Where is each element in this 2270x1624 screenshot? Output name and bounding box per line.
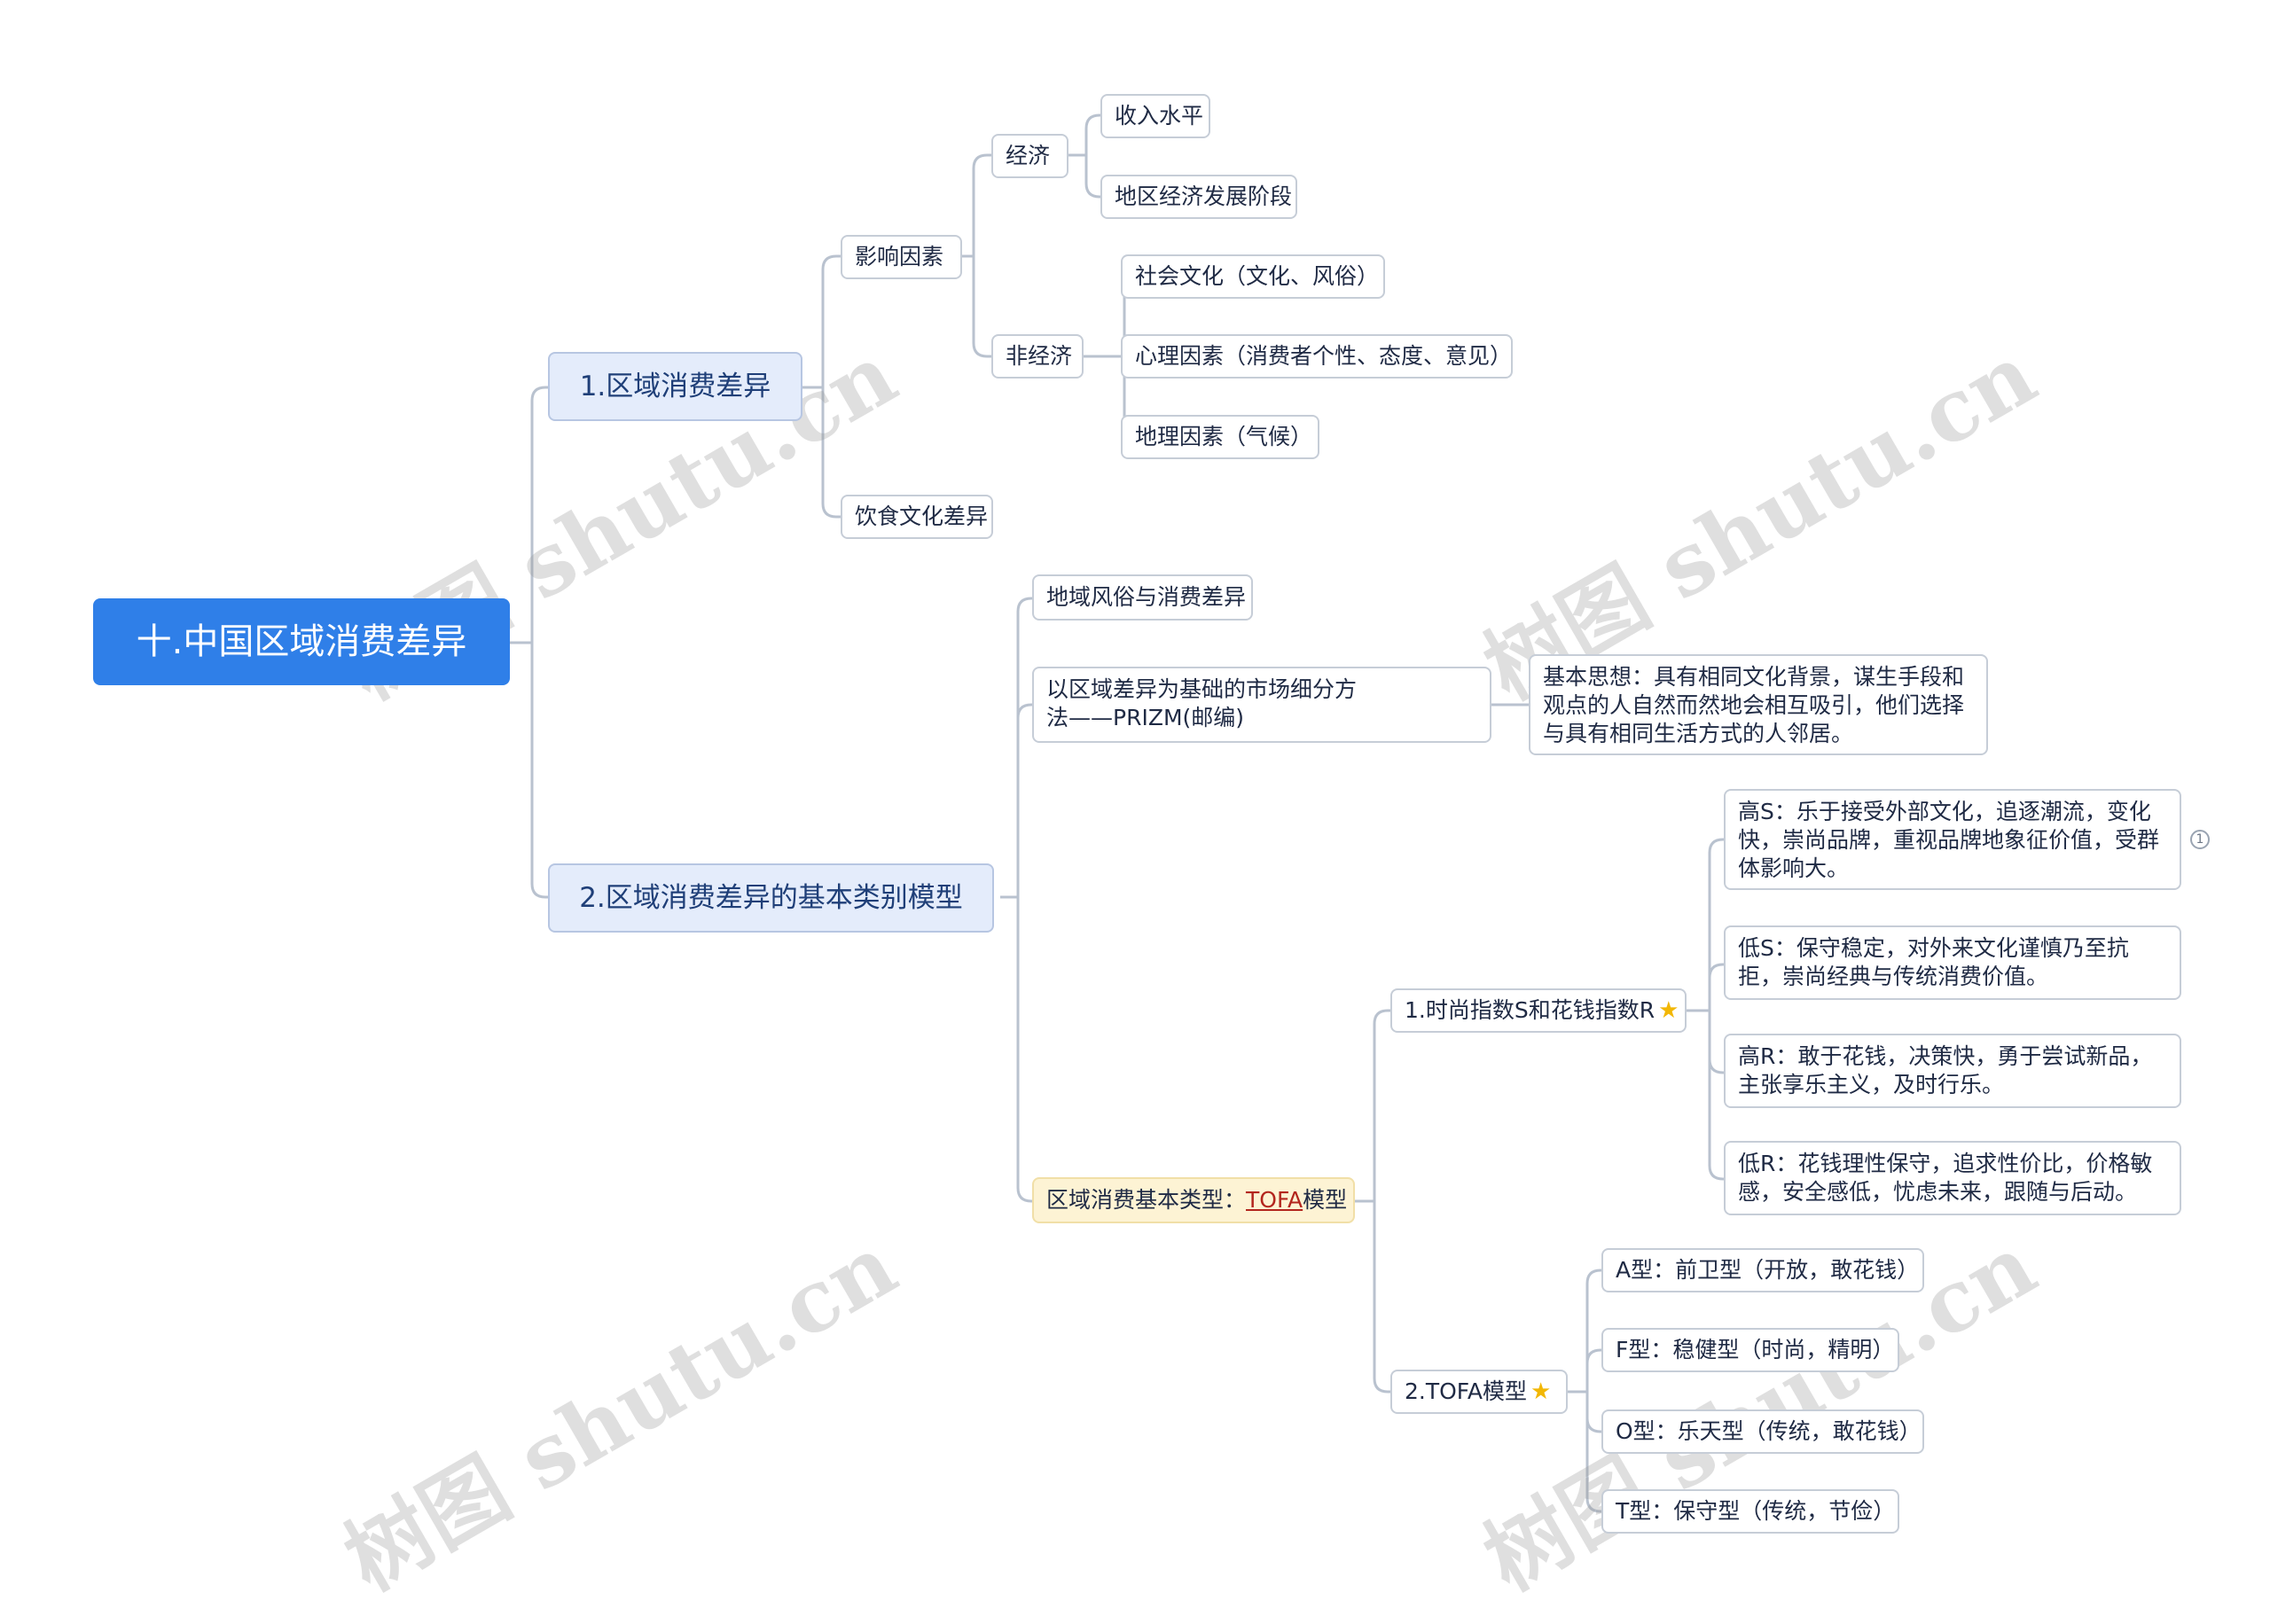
tofa-link[interactable]: TOFA [1246,1187,1303,1213]
branch1-label: 1.区域消费差异 [579,371,771,402]
branch2-label: 2.区域消费差异的基本类别模型 [579,882,963,914]
link-sr-items [1687,838,1727,1181]
prizm-topic[interactable]: 以区域差异为基础的市场细分方法——PRIZM(邮编) [1032,667,1491,743]
link-b1-factors [802,254,844,389]
link-tofa-items [1568,1269,1605,1513]
geographic-topic[interactable]: 地理因素（气候） [1121,415,1319,459]
root-topic-label: 十.中国区域消费差异 [136,621,467,662]
prizm-label: 以区域差异为基础的市场细分方法——PRIZM(邮编) [1046,676,1358,730]
non-economic-topic[interactable]: 非经济 [991,334,1084,379]
econ-stage-label: 地区经济发展阶段 [1115,183,1293,209]
index-sr-topic[interactable]: 1.时尚指数S和花钱指数R★ [1390,988,1687,1033]
branch2-topic[interactable]: 2.区域消费差异的基本类别模型 [548,863,994,933]
link-b2-types [1000,895,1036,1203]
social-culture-topic[interactable]: 社会文化（文化、风俗） [1121,254,1385,299]
type-t-topic[interactable]: T型：保守型（传统，节俭） [1601,1489,1899,1534]
prizm-idea-label: 基本思想：具有相同文化背景，谋生手段和观点的人自然而然地会相互吸引，他们选择与具… [1543,664,1965,746]
type-t-label: T型：保守型（传统，节俭） [1616,1498,1896,1524]
root-topic[interactable]: 十.中国区域消费差异 [93,598,510,685]
link-types-sr [1355,1009,1394,1203]
geographic-label: 地理因素（气候） [1135,424,1313,449]
low-s-topic[interactable]: 低S：保守稳定，对外来文化谨慎乃至抗拒，崇尚经典与传统消费价值。 [1724,925,2181,1000]
customs-topic[interactable]: 地域风俗与消费差异 [1032,574,1253,621]
index-sr-label: 1.时尚指数S和花钱指数R [1405,997,1656,1023]
branch1-topic[interactable]: 1.区域消费差异 [548,352,802,421]
factors-topic[interactable]: 影响因素 [841,235,962,279]
basic-types-suffix: 模型 [1303,1187,1348,1213]
link-types-tofa [1355,1199,1394,1394]
link-factors-econ [962,153,995,258]
tofa-label: 2.TOFA模型 [1405,1378,1527,1404]
type-o-label: O型：乐天型（传统，敢花钱） [1616,1418,1922,1444]
non-economic-label: 非经济 [1006,343,1073,369]
link-econ-items [1068,113,1104,199]
low-s-label: 低S：保守稳定，对外来文化谨慎乃至抗拒，崇尚经典与传统消费价值。 [1738,935,2129,989]
low-r-topic[interactable]: 低R：花钱理性保守，追求性价比，价格敏感，安全感低，忧虑未来，跟随与后动。 [1724,1141,2181,1215]
tofa-topic[interactable]: 2.TOFA模型★ [1390,1370,1568,1414]
star-icon: ★ [1530,1378,1552,1405]
social-culture-label: 社会文化（文化、风俗） [1135,263,1380,289]
economic-label: 经济 [1006,143,1051,168]
economic-topic[interactable]: 经济 [991,134,1068,178]
collapse-count-badge[interactable]: 1 [2190,830,2210,849]
high-s-topic[interactable]: 高S：乐于接受外部文化，追逐潮流，变化快，崇尚品牌，重视品牌地象征价值，受群体影… [1724,789,2181,890]
link-root-b2 [510,641,552,899]
link-b1-food [802,386,844,519]
type-a-label: A型：前卫型（开放，敢花钱） [1616,1257,1920,1283]
high-r-label: 高R：敢于花钱，决策快，勇于尝试新品，主张享乐主义，及时行乐。 [1738,1043,2153,1097]
food-culture-topic[interactable]: 饮食文化差异 [841,495,993,539]
psychological-label: 心理因素（消费者个性、态度、意见） [1135,343,1513,369]
high-s-label: 高S：乐于接受外部文化，追逐潮流，变化快，崇尚品牌，重视品牌地象征价值，受群体影… [1738,799,2160,881]
type-o-topic[interactable]: O型：乐天型（传统，敢花钱） [1601,1409,1924,1454]
customs-label: 地域风俗与消费差异 [1046,584,1247,610]
link-root-b1 [510,386,552,644]
factors-label: 影响因素 [855,244,944,269]
econ-stage-topic[interactable]: 地区经济发展阶段 [1100,175,1297,219]
income-level-topic[interactable]: 收入水平 [1100,94,1210,138]
income-level-label: 收入水平 [1115,103,1204,129]
type-a-topic[interactable]: A型：前卫型（开放，敢花钱） [1601,1248,1924,1292]
low-r-label: 低R：花钱理性保守，追求性价比，价格敏感，安全感低，忧虑未来，跟随与后动。 [1738,1151,2153,1205]
link-b2-prizm [1000,703,1036,899]
type-f-label: F型：稳健型（时尚，精明） [1616,1337,1895,1362]
link-factors-nonecon [962,254,995,358]
star-icon: ★ [1658,997,1679,1024]
high-r-topic[interactable]: 高R：敢于花钱，决策快，勇于尝试新品，主张享乐主义，及时行乐。 [1724,1034,2181,1108]
basic-types-label: 区域消费基本类型： [1046,1187,1247,1213]
food-culture-label: 饮食文化差异 [855,504,989,529]
type-f-topic[interactable]: F型：稳健型（时尚，精明） [1601,1328,1899,1372]
prizm-idea-topic[interactable]: 基本思想：具有相同文化背景，谋生手段和观点的人自然而然地会相互吸引，他们选择与具… [1529,654,1988,755]
link-b2-customs [1000,597,1036,899]
psychological-topic[interactable]: 心理因素（消费者个性、态度、意见） [1121,334,1513,379]
